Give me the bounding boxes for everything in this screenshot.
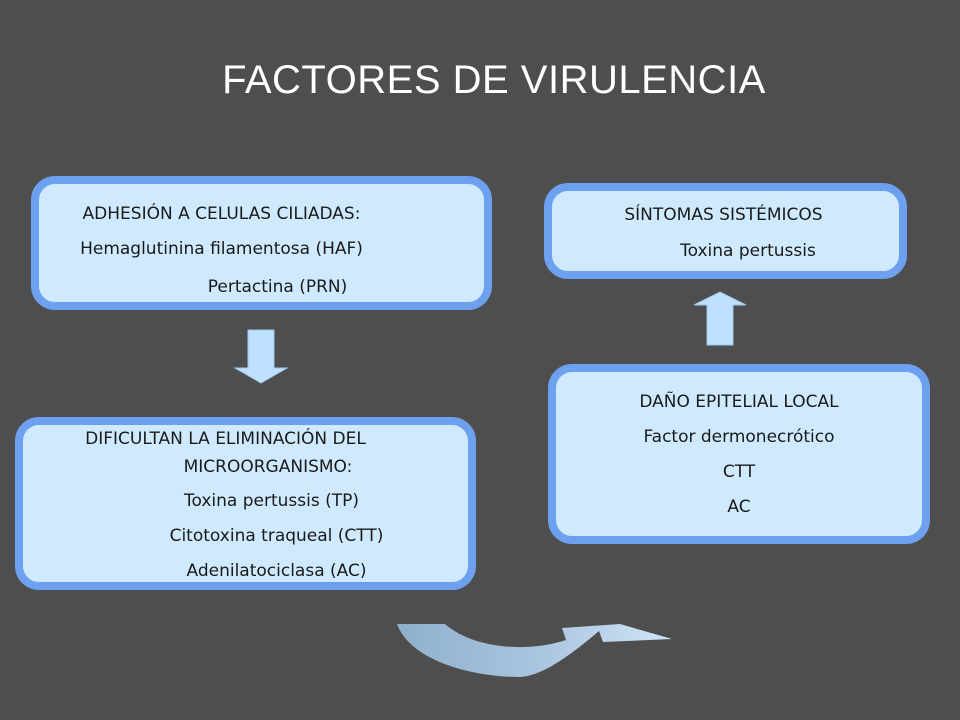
sintomas-item-tp: Toxina pertussis [680,241,816,261]
dificultan-heading-line2: MICROORGANISMO: [183,457,353,477]
adhesion-item-prn: Pertactina (PRN) [207,277,348,297]
page-title: FACTORES DE VIRULENCIA [222,58,766,102]
dificultan-item-ctt: Citotoxina traqueal (CTT) [169,526,384,546]
arrow-down-icon [233,329,289,384]
dano-item-dermonecrotico: Factor dermonecrótico [643,427,835,447]
sintomas-heading: SÍNTOMAS SISTÉMICOS [624,205,823,225]
curved-arrow-icon [397,624,672,677]
dificultan-box: DIFICULTAN LA ELIMINACIÓN DEL MICROORGAN… [15,417,476,590]
dano-item-ctt: CTT [722,462,756,482]
arrow-up-icon [693,291,747,346]
dificultan-heading-line1: DIFICULTAN LA ELIMINACIÓN DEL [85,429,366,449]
dificultan-item-ac: Adenilatociclasa (AC) [186,561,367,581]
adhesion-item-haf: Hemaglutinina filamentosa (HAF) [80,239,363,259]
sintomas-box: SÍNTOMAS SISTÉMICOS Toxina pertussis [544,183,907,279]
adhesion-box: ADHESIÓN A CELULAS CILIADAS: Hemaglutini… [31,176,492,310]
dificultan-item-tp: Toxina pertussis (TP) [183,491,360,511]
dano-box: DAÑO EPITELIAL LOCAL Factor dermonecróti… [548,364,930,544]
dano-item-ac: AC [727,497,751,517]
adhesion-heading: ADHESIÓN A CELULAS CILIADAS: [82,204,361,224]
dano-heading: DAÑO EPITELIAL LOCAL [639,392,839,412]
